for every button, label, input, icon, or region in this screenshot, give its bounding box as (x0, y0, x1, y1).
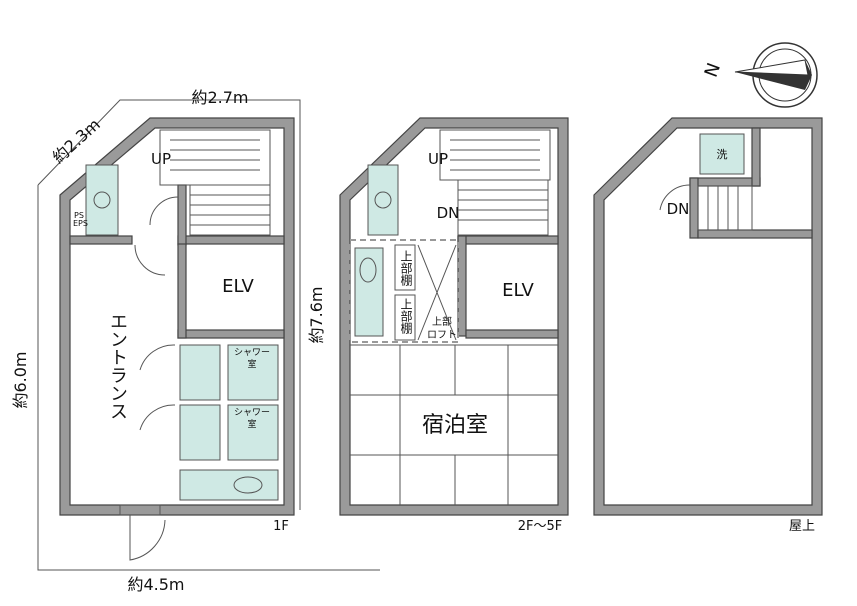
floor2-level-label: 2F～5F (518, 519, 563, 534)
floor1-shower-booth-1 (179, 344, 221, 401)
floor1-ps-label: PS (74, 211, 84, 220)
floor2-room-grid (350, 344, 558, 505)
floor2-loft-outline (349, 239, 459, 343)
floor2-shelf1-label: 上部棚 (399, 250, 413, 286)
site-boundary (37, 99, 380, 571)
floor2-plan (339, 117, 569, 516)
roof-dn-label: DN (667, 200, 690, 218)
floor2-toilet (354, 247, 384, 337)
floor1-elv-label: ELV (222, 276, 254, 297)
floor1-shower1-label: シャワー (234, 348, 270, 358)
floor1-shower-booth-2 (179, 404, 221, 461)
floor1-entrance-label: エントランス (107, 312, 128, 420)
floor1-up-label: UP (151, 150, 171, 168)
roof-washer (699, 133, 745, 175)
floor1-sink (85, 164, 119, 236)
floor1-shower-1 (227, 344, 279, 401)
floor2-loft-label-1: 上部 (432, 315, 452, 328)
dim-bottom-width: 約4.5m (127, 575, 184, 594)
floor1-eps-label: EPS (73, 219, 88, 228)
dim-top-width: 約2.7m (191, 88, 248, 107)
roof-washer-label: 洗 (717, 148, 728, 161)
floor1-shower2-sub: 室 (247, 418, 256, 430)
floor2-sink (367, 164, 399, 236)
roof-plan (593, 117, 823, 516)
dim-left-height: 約6.0m (11, 351, 30, 408)
floor2-stair (439, 129, 551, 236)
dim-floor2-height: 約7.6m (307, 286, 326, 343)
roof-level-label: 屋上 (789, 519, 815, 534)
floor2-elv-label: ELV (502, 280, 534, 301)
floor2-shelf2-label: 上部棚 (399, 298, 413, 334)
floor1-stair (159, 129, 271, 236)
floor1-shower1-sub: 室 (247, 358, 256, 370)
floor2-room-label: 宿泊室 (422, 413, 488, 438)
floor1-level-label: 1F (273, 519, 289, 534)
floor1-plan (59, 117, 295, 561)
compass-north-label: N (701, 60, 725, 80)
floor1-shower-2 (227, 404, 279, 461)
floor1-toilet (179, 469, 279, 501)
compass-icon (734, 42, 818, 108)
floor2-dn-label: DN (437, 204, 460, 222)
dim-diagonal: 約2.3m (49, 115, 104, 167)
floor2-up-label: UP (428, 150, 448, 168)
floor1-shower2-label: シャワー (234, 408, 270, 418)
floor2-loft-label-2: ロフト (427, 330, 457, 341)
